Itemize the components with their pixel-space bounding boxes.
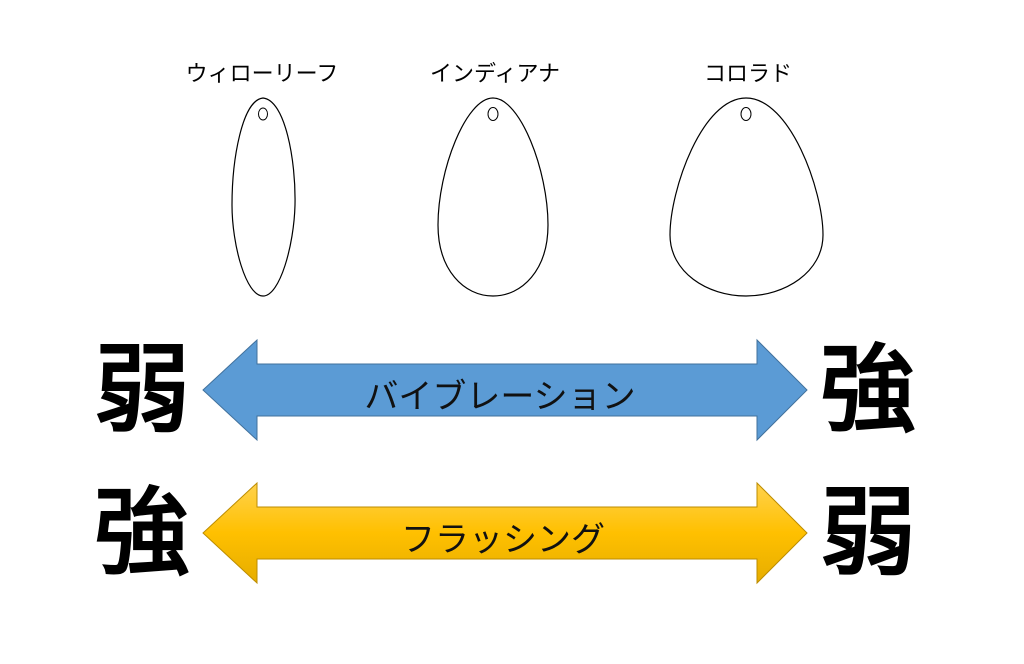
blade-hole bbox=[258, 107, 268, 121]
vibration-label: バイブレーション bbox=[364, 377, 636, 417]
colorado-label: コロラド bbox=[703, 62, 793, 87]
indiana-blade bbox=[437, 97, 549, 297]
flashing-weak-label: 弱 bbox=[820, 477, 916, 589]
colorado-blade bbox=[669, 97, 824, 297]
blade-hole bbox=[487, 107, 499, 121]
vibration-weak-label: 弱 bbox=[94, 334, 190, 446]
flashing-strong-label: 強 bbox=[94, 477, 190, 589]
flashing-label: フラッシング bbox=[401, 520, 605, 560]
willow-leaf-blade bbox=[231, 97, 296, 297]
flashing-arrow bbox=[202, 481, 808, 585]
indiana-label: インディアナ bbox=[429, 62, 561, 87]
willow-leaf-label: ウィローリーフ bbox=[185, 62, 339, 87]
vibration-strong-label: 強 bbox=[820, 334, 916, 446]
blade-hole bbox=[740, 107, 752, 121]
vibration-arrow bbox=[202, 338, 808, 442]
